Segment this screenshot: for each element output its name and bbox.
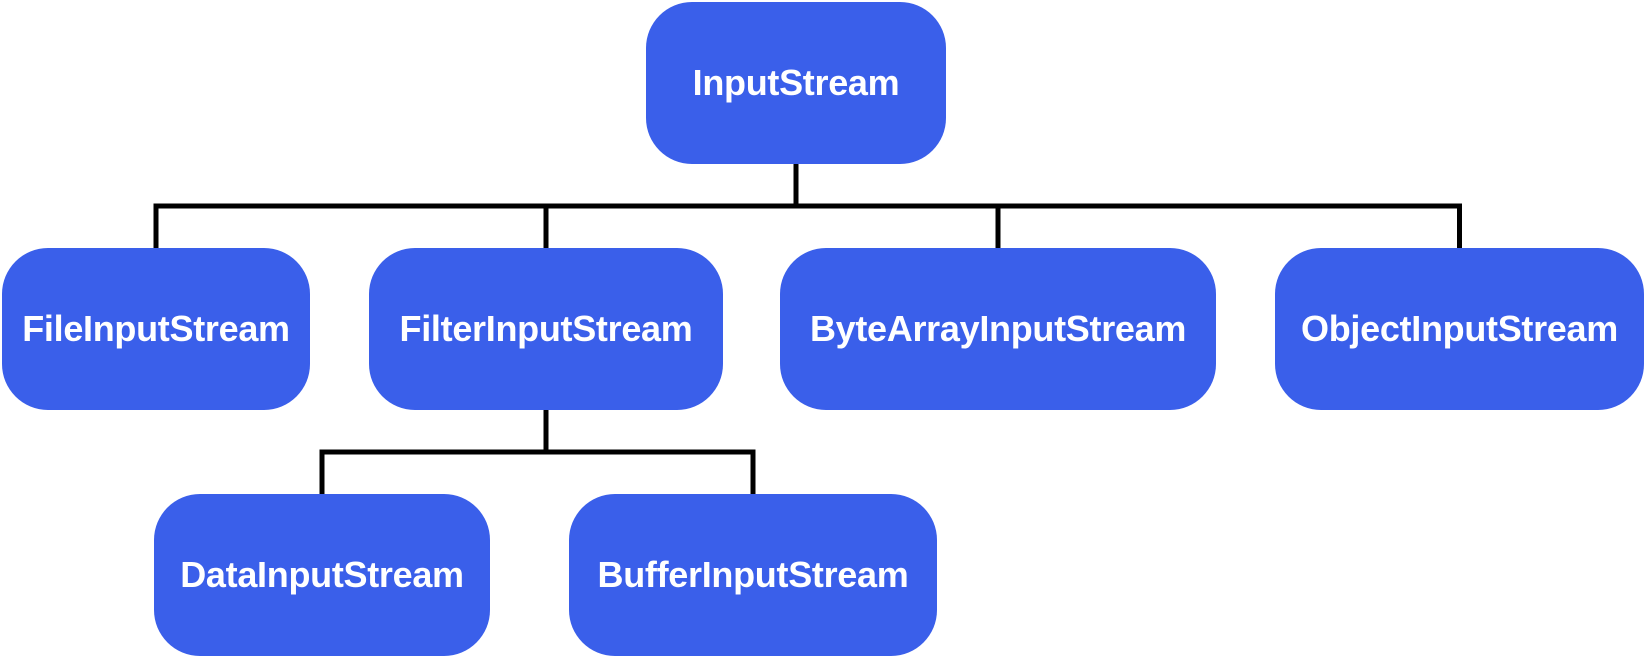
node-fileinputstream[interactable]: FileInputStream — [2, 248, 310, 410]
node-bytearrayinputstream[interactable]: ByteArrayInputStream — [780, 248, 1216, 410]
node-filterinputstream[interactable]: FilterInputStream — [369, 248, 723, 410]
node-inputstream[interactable]: InputStream — [646, 2, 946, 164]
node-datainputstream[interactable]: DataInputStream — [154, 494, 490, 656]
node-objectinputstream[interactable]: ObjectInputStream — [1275, 248, 1644, 410]
node-bufferinputstream[interactable]: BufferInputStream — [569, 494, 937, 656]
